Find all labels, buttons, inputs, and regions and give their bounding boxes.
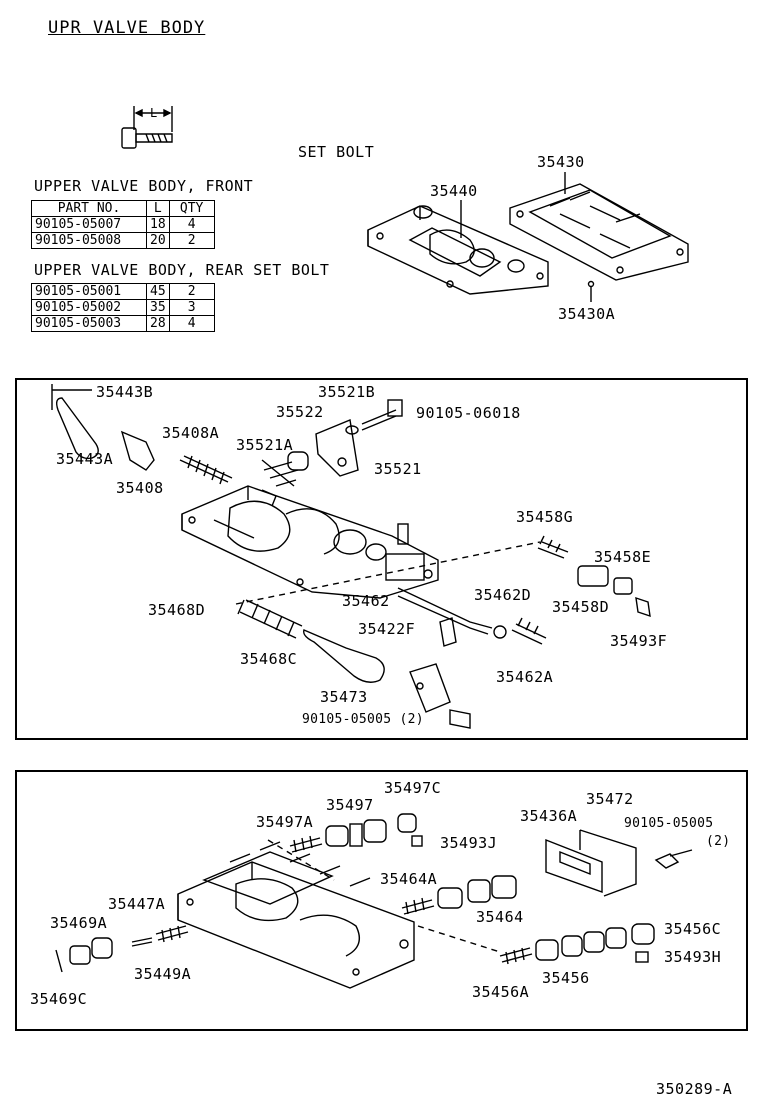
length-cell: 20 bbox=[146, 232, 170, 249]
table-row: 90105-05002 35 3 bbox=[31, 299, 215, 316]
qty-cell: 4 bbox=[168, 315, 215, 332]
valve-body-rear-35430 bbox=[509, 172, 689, 302]
part-label: 35464A bbox=[380, 870, 438, 888]
exploded-view-panel-1 bbox=[15, 378, 748, 740]
part-label: 35472 bbox=[586, 790, 634, 808]
part-label: 35447A bbox=[108, 895, 166, 913]
part-label: 90105-06018 bbox=[416, 404, 521, 422]
part-label: 35462D bbox=[474, 586, 532, 604]
part-label: 35458D bbox=[552, 598, 610, 616]
part-label: 35497 bbox=[326, 796, 374, 814]
table-row: 90105-05007 18 4 bbox=[31, 216, 215, 233]
part-label: 35443B bbox=[96, 383, 154, 401]
exploded-view-panel-2 bbox=[15, 770, 748, 1031]
length-cell: 18 bbox=[146, 216, 170, 233]
part-label: 90105-05005 (2) bbox=[302, 712, 424, 727]
part-label: 35469C bbox=[30, 990, 88, 1008]
part-label: 35443A bbox=[56, 450, 114, 468]
part-label: 35408A bbox=[162, 424, 220, 442]
table-row: 90105-05003 28 4 bbox=[31, 315, 215, 332]
part-label: 35440 bbox=[430, 182, 478, 200]
panel-1-parts bbox=[51, 384, 651, 729]
part-label: 35493F bbox=[610, 632, 668, 650]
qty-cell: 2 bbox=[168, 232, 215, 249]
part-label: 35521A bbox=[236, 436, 294, 454]
part-label: 35458G bbox=[516, 508, 574, 526]
part-label: 35430A bbox=[558, 305, 616, 323]
part-label: (2) bbox=[706, 834, 731, 849]
part-no-cell: 90105-05007 bbox=[31, 216, 147, 233]
part-label: 35456C bbox=[664, 920, 722, 938]
set-bolt-label: SET BOLT bbox=[298, 143, 375, 161]
part-label: 35497C bbox=[384, 779, 442, 797]
part-label: 35469A bbox=[50, 914, 108, 932]
part-label: 35456A bbox=[472, 983, 530, 1001]
table-row: 90105-05008 20 2 bbox=[31, 232, 215, 249]
rear-table-caption: UPPER VALVE BODY, REAR SET BOLT bbox=[34, 261, 330, 279]
part-no-cell: 90105-05003 bbox=[31, 315, 147, 332]
part-label: 35497A bbox=[256, 813, 314, 831]
rear-bolt-table: 90105-05001 45 2 90105-05002 35 3 90105-… bbox=[31, 283, 215, 332]
length-cell: 28 bbox=[146, 315, 170, 332]
part-label: 35522 bbox=[276, 403, 324, 421]
panel-2-parts bbox=[55, 813, 693, 973]
valve-body-panel-1 bbox=[181, 485, 439, 599]
part-label: 35462A bbox=[496, 668, 554, 686]
page-title: UPR VALVE BODY bbox=[48, 18, 206, 38]
part-no-cell: 90105-05008 bbox=[31, 232, 147, 249]
valve-body-panel-2 bbox=[177, 841, 415, 989]
front-bolt-table: PART NO. L QTY 90105-05007 18 4 90105-05… bbox=[31, 200, 215, 249]
front-table-caption: UPPER VALVE BODY, FRONT bbox=[34, 177, 254, 195]
part-label: 35456 bbox=[542, 969, 590, 987]
part-label: 35493J bbox=[440, 834, 498, 852]
part-label: 35408 bbox=[116, 479, 164, 497]
part-label: 35493H bbox=[664, 948, 722, 966]
table-header-row: PART NO. L QTY bbox=[31, 200, 215, 217]
part-no-cell: 90105-05002 bbox=[31, 299, 147, 316]
valve-body-front-35440 bbox=[367, 200, 549, 295]
part-label: 35430 bbox=[537, 153, 585, 171]
part-label: 35468C bbox=[240, 650, 298, 668]
part-label: 35462 bbox=[342, 592, 390, 610]
part-label: 35473 bbox=[320, 688, 368, 706]
part-label: 35468D bbox=[148, 601, 206, 619]
part-label: 35436A bbox=[520, 807, 578, 825]
qty-cell: 2 bbox=[168, 283, 215, 300]
part-label: 35464 bbox=[476, 908, 524, 926]
part-label: 35458E bbox=[594, 548, 652, 566]
set-bolt-icon bbox=[121, 106, 173, 149]
part-label: 35521 bbox=[374, 460, 422, 478]
part-label: 35422F bbox=[358, 620, 416, 638]
header-qty: QTY bbox=[168, 200, 215, 217]
part-label: 90105-05005 bbox=[624, 816, 714, 831]
diagram-code: 350289-A bbox=[656, 1080, 733, 1098]
part-label: 35521B bbox=[318, 383, 376, 401]
part-label: 35449A bbox=[134, 965, 192, 983]
